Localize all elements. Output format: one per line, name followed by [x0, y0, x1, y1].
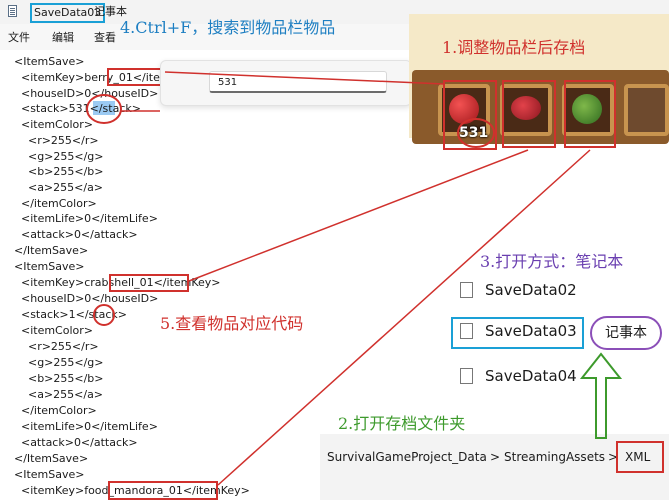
xml-line: <b>255</b> [0, 165, 104, 178]
stack-1-circle [93, 304, 115, 326]
xml-line: <a>255</a> [0, 388, 104, 401]
menu-edit[interactable]: 编辑 [52, 31, 74, 44]
stack-count: 531 [459, 125, 489, 141]
slot-highlight [564, 80, 616, 148]
xml-line: <ItemSave> [0, 468, 85, 481]
notepad-icon [8, 5, 17, 17]
step3-annotation: 3.打开方式：笔记本 [480, 252, 624, 271]
address-bar [320, 434, 669, 500]
xml-folder-highlight [616, 441, 664, 473]
connector-line [217, 149, 591, 486]
file-savedata04[interactable]: SaveData04 [485, 367, 577, 385]
slot-highlight [443, 80, 497, 150]
file-savedata02[interactable]: SaveData02 [485, 281, 577, 299]
xml-line: <itemKey>food_mandora_01</itemKey> [0, 484, 250, 497]
xml-line: <stack>531</stack> [0, 102, 141, 115]
xml-line: <attack>0</attack> [0, 436, 138, 449]
game-stack-circle [457, 118, 495, 148]
xml-line: <g>255</g> [0, 356, 104, 369]
search-match-highlight [93, 101, 115, 115]
xml-line: <a>255</a> [0, 181, 104, 194]
xml-line: </itemColor> [0, 404, 97, 417]
inventory-slot-mandora[interactable] [562, 84, 614, 136]
xml-line: <houseID>0</houseID> [0, 292, 159, 305]
slot-highlight [502, 80, 556, 148]
crabshell-key-highlight [109, 274, 189, 292]
breadcrumb-streamingassets[interactable]: StreamingAssets [504, 450, 606, 464]
xml-line: </ItemSave> [0, 244, 89, 257]
xml-line: <itemLife>0</itemLife> [0, 420, 158, 433]
xml-line: <houseID>0</houseID> [0, 87, 159, 100]
xml-line: </ItemSave> [0, 452, 89, 465]
step1-annotation: 1.调整物品栏后存档 [442, 38, 586, 57]
green-up-arrow [579, 352, 623, 439]
mandora-key-highlight [108, 481, 218, 500]
xml-line: <itemKey>berry_01</itemKey> [0, 71, 200, 84]
xml-line: <g>255</g> [0, 150, 104, 163]
xml-line: <itemKey>crabshell_01</itemKey> [0, 276, 221, 289]
mandora-icon [572, 94, 602, 124]
breadcrumb-xml[interactable]: XML [625, 450, 651, 464]
xml-line: <itemColor> [0, 324, 93, 337]
crabshell-icon [511, 96, 541, 120]
xml-line: <attack>0</attack> [0, 228, 138, 241]
connector-line [188, 149, 529, 282]
xml-line: <b>255</b> [0, 372, 104, 385]
xml-line: <ItemSave> [0, 55, 85, 68]
step4-annotation: 4.Ctrl+F，搜索到物品栏物品 [120, 18, 336, 37]
stack-531-circle [86, 94, 122, 124]
document-title: SaveData03 [30, 3, 106, 23]
file-icon [460, 368, 473, 384]
xml-line: <itemLife>0</itemLife> [0, 212, 158, 225]
file-savedata03[interactable]: SaveData03 [485, 322, 577, 340]
xml-line: <r>255</r> [0, 134, 99, 147]
file-icon [460, 323, 473, 339]
inventory-slot-berry[interactable] [438, 84, 490, 136]
step5-annotation: 5.查看物品对应代码 [160, 314, 304, 333]
xml-line: </itemColor> [0, 197, 97, 210]
connector-line [164, 71, 445, 85]
file-icon [460, 282, 473, 298]
breadcrumb-survivalgameproject-data[interactable]: SurvivalGameProject_Data [327, 450, 487, 464]
xml-line: <r>255</r> [0, 340, 99, 353]
selected-file-highlight [451, 317, 584, 349]
open-with-notepad[interactable]: 记事本 [590, 316, 662, 350]
breadcrumb-separator: > [608, 450, 619, 464]
xml-line: <itemColor> [0, 118, 93, 131]
app-name: 记事本 [94, 5, 127, 18]
xml-line: <ItemSave> [0, 260, 85, 273]
xml-line: <stack>1</stack> [0, 308, 127, 321]
menu-view[interactable]: 查看 [94, 31, 116, 44]
step2-annotation: 2.打开存档文件夹 [338, 414, 466, 433]
menu-file[interactable]: 文件 [8, 31, 30, 44]
inventory-slot-empty[interactable] [624, 84, 669, 136]
breadcrumb-separator: > [490, 450, 501, 464]
